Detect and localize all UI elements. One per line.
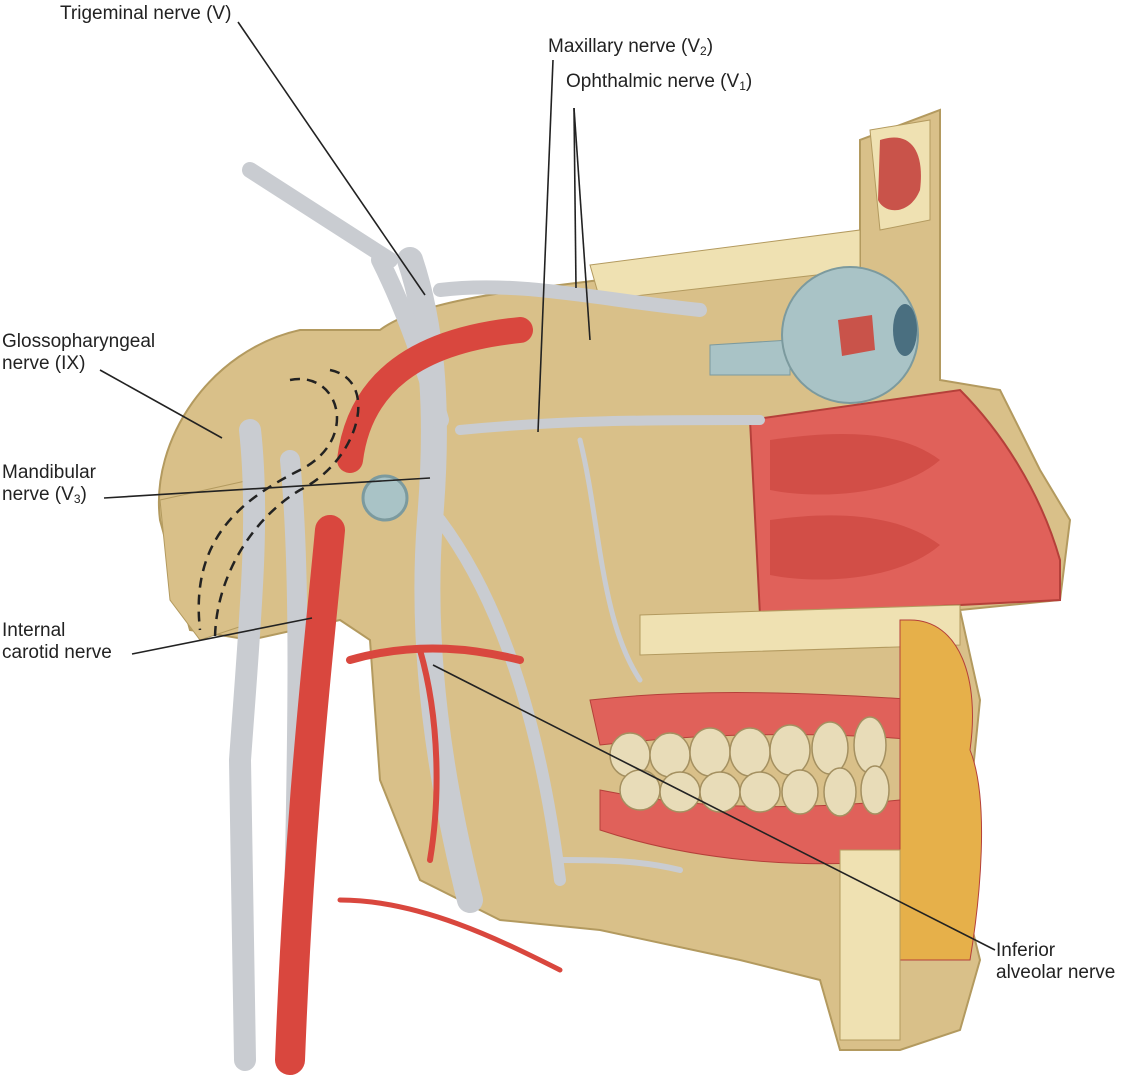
label-internal-carotid-nerve: Internal carotid nerve — [2, 620, 112, 664]
label-glossopharyngeal-line2: nerve (IX) — [2, 353, 86, 374]
lips — [899, 619, 983, 961]
label-trigeminal-nerve: Trigeminal nerve (V) — [60, 3, 231, 25]
label-maxillary-prefix: Maxillary nerve (V — [548, 36, 701, 57]
leader-glossopharyngeal — [99, 369, 223, 439]
label-glossopharyngeal-line1: Glossopharyngeal — [2, 331, 156, 352]
nasal-concha-2 — [770, 515, 940, 580]
label-ophthalmic-suffix: ) — [745, 71, 753, 92]
label-trigeminal-text: Trigeminal nerve (V) — [60, 3, 232, 24]
nasal-concha-1 — [770, 434, 940, 495]
label-mandibular-prefix: nerve (V — [2, 484, 74, 505]
auditory-canal — [361, 474, 409, 522]
cervical-column — [159, 479, 261, 641]
sinus-cavity — [878, 137, 921, 211]
label-maxillary-nerve: Maxillary nerve (V2) — [548, 36, 713, 58]
mandible-cut — [839, 849, 901, 1041]
teeth — [609, 716, 890, 817]
label-internal-carotid-line2: carotid nerve — [2, 642, 112, 663]
glossopharyngeal-course — [197, 377, 339, 631]
label-maxillary-suffix: ) — [706, 36, 714, 57]
leader-internal-carotid — [131, 617, 313, 655]
leader-mandibular — [103, 477, 431, 499]
leader-trigeminal — [237, 21, 426, 296]
label-ophthalmic-prefix: Ophthalmic nerve (V — [566, 71, 740, 92]
leader-inferior-alveolar — [432, 664, 996, 951]
label-inferior-alveolar-line1: Inferior — [996, 940, 1056, 961]
leader-maxillary — [537, 59, 554, 433]
eyeball — [709, 266, 919, 404]
label-mandibular-nerve: Mandibular nerve (V3) — [2, 462, 96, 506]
glossopharyngeal-course-2 — [213, 368, 360, 641]
label-ophthalmic-nerve: Ophthalmic nerve (V1) — [566, 71, 752, 93]
label-maxillary-sub: 2 — [700, 44, 707, 58]
hard-palate — [639, 604, 961, 656]
label-ophthalmic-sub: 1 — [739, 79, 746, 93]
arteries — [275, 317, 563, 1075]
label-internal-carotid-line1: Internal — [2, 620, 66, 641]
label-mandibular-line1: Mandibular — [2, 462, 96, 483]
label-mandibular-suffix: ) — [80, 484, 87, 505]
leader-ophthalmic — [573, 107, 577, 289]
label-glossopharyngeal-nerve: Glossopharyngeal nerve (IX) — [2, 331, 155, 375]
label-inferior-alveolar-nerve: Inferior alveolar nerve — [996, 940, 1115, 984]
leader-lines — [99, 21, 996, 951]
leader-ophthalmic-2 — [573, 107, 591, 341]
label-mandibular-line2: nerve (V3) — [2, 484, 96, 506]
label-inferior-alveolar-line2: alveolar nerve — [996, 962, 1116, 983]
label-mandibular-sub: 3 — [73, 492, 81, 506]
